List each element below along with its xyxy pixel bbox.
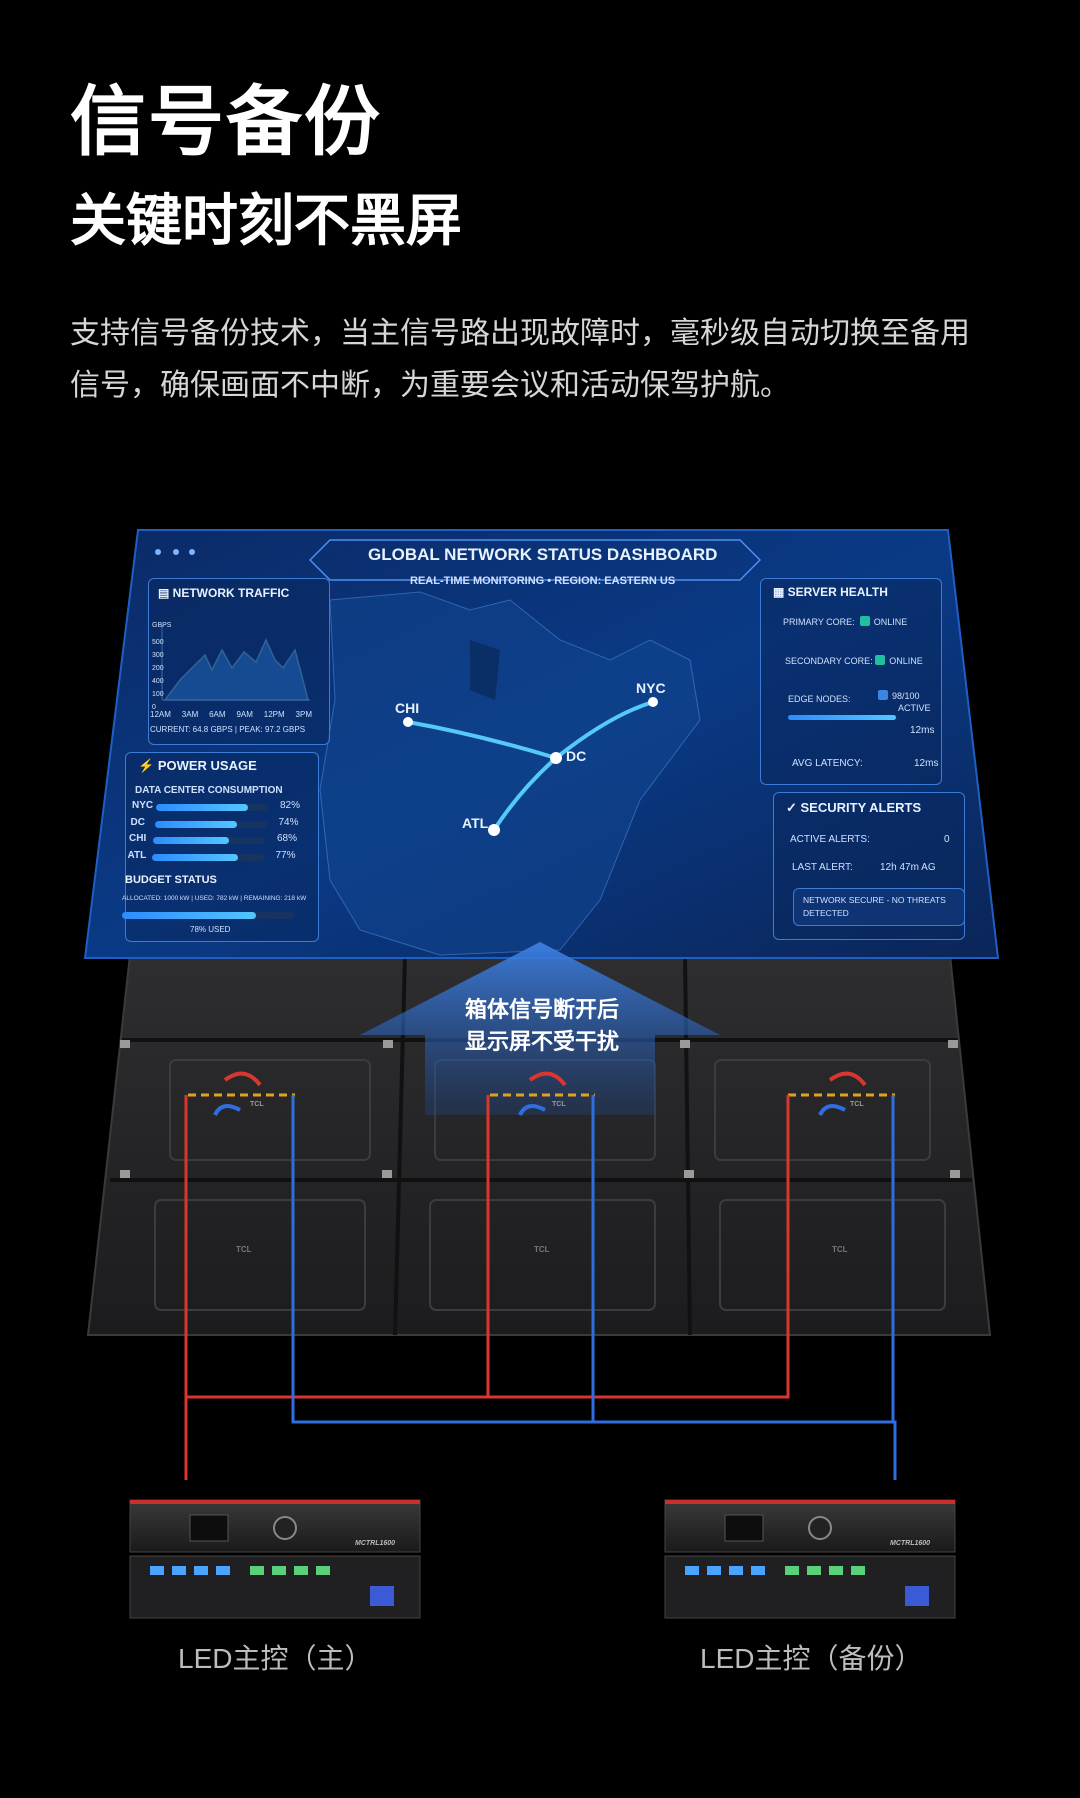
backup-signal-line [291, 1095, 897, 1480]
description-line-2: 信号，确保画面不中断，为重要会议和活动保驾护航。 [70, 368, 790, 403]
dashboard-screen [83, 529, 1000, 959]
controller-label-backup: LED主控（备份） [700, 1643, 923, 1674]
beam-callout-line-1: 箱体信号断开后 [464, 998, 619, 1023]
led-controller-primary [129, 1499, 421, 1619]
cabinet-connectors [188, 1071, 895, 1116]
beam-callout: 箱体信号断开后 显示屏不受干扰 [462, 995, 622, 1059]
page-title: 信号备份 [70, 77, 382, 166]
primary-signal-line [184, 1095, 790, 1480]
network-routes [407, 700, 654, 832]
beam-callout-line-2: 显示屏不受干扰 [464, 1030, 619, 1055]
controller-label-primary: LED主控（主） [178, 1643, 373, 1674]
description-line-1: 支持信号备份技术，当主信号路出现故障时，毫秒级自动切换至备用 [70, 316, 970, 351]
page-subtitle: 关键时刻不黑屏 [70, 189, 462, 254]
signal-beam-arrow [360, 942, 720, 1115]
led-controller-backup [664, 1499, 956, 1619]
description: 支持信号备份技术，当主信号路出现故障时，毫秒级自动切换至备用 信号，确保画面不中… [70, 308, 1030, 412]
